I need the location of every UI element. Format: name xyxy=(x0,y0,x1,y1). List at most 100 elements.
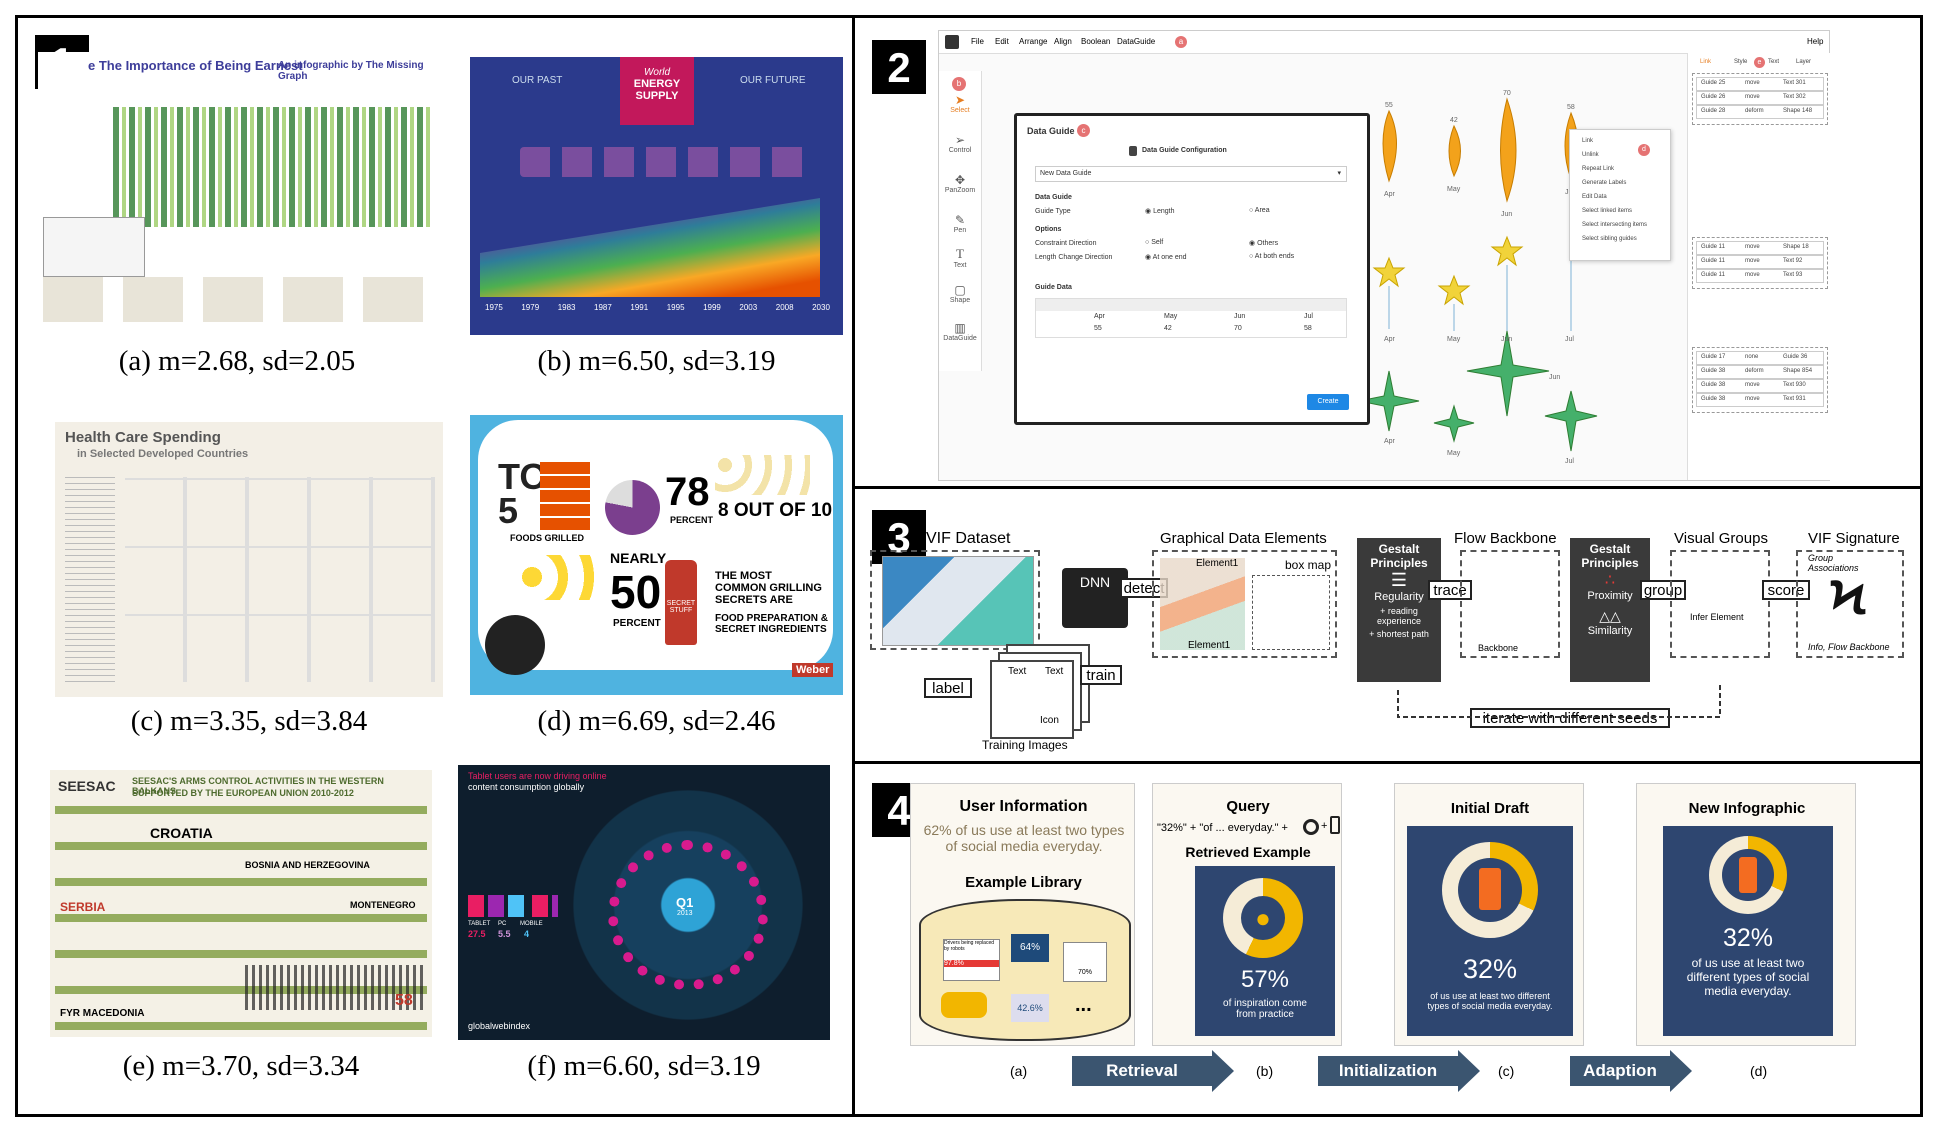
new-pct: 32% xyxy=(1722,924,1774,952)
sparkle-shape-apr[interactable] xyxy=(1359,370,1420,432)
star-shape-jun[interactable] xyxy=(1490,235,1524,267)
arrowhead-icon xyxy=(1458,1050,1480,1092)
menu-item-repeat-link[interactable]: Repeat Link xyxy=(1582,166,1615,172)
menu-help[interactable]: Help xyxy=(1807,37,1824,46)
menu-item-unlink[interactable]: Unlink xyxy=(1582,152,1599,158)
iterate-loop-path xyxy=(1397,685,1721,718)
tab-layer[interactable]: Layer xyxy=(1796,59,1812,65)
sparkle-shape-may[interactable] xyxy=(1433,404,1475,443)
table-cell[interactable]: 55 xyxy=(1094,325,1102,332)
thumb-b-year: 2030 xyxy=(812,303,830,312)
menu-item-link[interactable]: Link xyxy=(1582,138,1594,144)
tab-style[interactable]: Style xyxy=(1734,59,1748,65)
star-shape-may[interactable] xyxy=(1437,274,1471,306)
select-tool[interactable]: ➤Select xyxy=(939,93,981,114)
chart-month-label: Jun xyxy=(1501,211,1512,218)
menu-dataguide[interactable]: DataGuide xyxy=(1117,37,1156,46)
thumb-f-v2: 5.5 xyxy=(498,929,511,939)
tab-link[interactable]: Link xyxy=(1700,59,1712,65)
thumbnail-b[interactable]: OUR PAST OUR FUTURE World ENERGY SUPPLY … xyxy=(470,57,843,335)
thumb-d-food-prep: FOOD PREPARATION & SECRET INGREDIENTS xyxy=(715,613,828,635)
link-target: Text 930 xyxy=(1783,382,1806,388)
thumbnail-d[interactable]: TOP 5 FOODS GRILLED 78 PERCENT 8 OUT OF … xyxy=(470,415,843,695)
thumb-b-year: 1995 xyxy=(666,303,685,312)
thumbnail-a[interactable]: e The Importance of Being Earnest An inf… xyxy=(38,52,436,337)
thumb-e-fyr: FYR MACEDONIA xyxy=(60,1008,145,1019)
control-tool[interactable]: ➢Control xyxy=(939,133,981,154)
radio-length[interactable]: ◉ Length xyxy=(1145,208,1175,215)
leaf-shape-may[interactable] xyxy=(1448,124,1461,178)
table-cell[interactable]: 42 xyxy=(1164,325,1172,332)
tab-text[interactable]: Text xyxy=(1768,59,1780,65)
menu-align[interactable]: Align xyxy=(1054,37,1072,46)
move-icon: ✥ xyxy=(954,173,966,187)
thumbnail-c[interactable]: Health Care Spending in Selected Develop… xyxy=(55,422,443,697)
square-icon: ▢ xyxy=(954,283,966,297)
thumbnail-e[interactable]: SEESAC SEESAC'S ARMS CONTROL ACTIVITIES … xyxy=(50,770,432,1037)
guide-select[interactable]: New Data Guide▾ xyxy=(1035,166,1347,182)
box-map xyxy=(1252,575,1330,650)
table-cell[interactable]: 70 xyxy=(1234,325,1242,332)
query-text: "32%" + "of ... everyday." + xyxy=(1157,822,1288,834)
menu-edit[interactable]: Edit xyxy=(995,37,1009,46)
menu-item-edit-data[interactable]: Edit Data xyxy=(1582,194,1607,200)
thumbnail-f[interactable]: Tablet users are now driving online cont… xyxy=(458,765,830,1040)
menu-item-select-intersecting[interactable]: Select intersecting items xyxy=(1582,222,1648,228)
group-tag: group xyxy=(1640,580,1686,600)
menu-item-generate-labels[interactable]: Generate Labels xyxy=(1582,180,1627,186)
sub-label-a: (a) xyxy=(1010,1063,1028,1079)
thumb-d-pie xyxy=(605,480,660,535)
chart-month-label: May xyxy=(1447,336,1461,343)
create-button[interactable]: Create xyxy=(1307,394,1349,410)
box-map-label: box map xyxy=(1285,558,1332,572)
leaf-shape-apr[interactable] xyxy=(1382,109,1397,183)
link-type: deform xyxy=(1745,108,1764,114)
dataguide-tool[interactable]: ▥DataGuide xyxy=(939,321,981,342)
pen-tool[interactable]: ✎Pen xyxy=(939,213,981,234)
shape-tool[interactable]: ▢Shape xyxy=(939,283,981,304)
panzoom-tool[interactable]: ✥PanZoom xyxy=(939,173,981,194)
table-cell[interactable]: 58 xyxy=(1304,325,1312,332)
menu-item-select-sibling[interactable]: Select sibling guides xyxy=(1582,236,1637,242)
radio-both-ends[interactable]: ○ At both ends xyxy=(1249,253,1295,260)
vif-signature-title: VIF Signature xyxy=(1808,530,1900,547)
thumb-b-our-future: OUR FUTURE xyxy=(740,75,806,86)
section-data-guide: Data Guide xyxy=(1035,194,1072,201)
thumb-d-percent2: PERCENT xyxy=(613,618,661,629)
train-tag: train xyxy=(1080,665,1122,685)
canvas-drawing: 55 42 70 58 Apr May Jun Jul Apr May Jun … xyxy=(1359,90,1598,465)
regularity-icon: ☰ xyxy=(1390,570,1408,590)
arrowhead-icon xyxy=(1212,1050,1234,1092)
link-type: move xyxy=(1745,272,1760,278)
sparkle-shape-jun[interactable] xyxy=(1466,330,1550,417)
radio-others[interactable]: ◉ Others xyxy=(1249,240,1279,247)
radio-area[interactable]: ○ Area xyxy=(1249,207,1270,214)
radio-one-end[interactable]: ◉ At one end xyxy=(1145,254,1187,261)
thumb-f-head2: content consumption globally xyxy=(468,782,585,792)
link-target: Shape 148 xyxy=(1783,108,1813,114)
menu-item-select-linked[interactable]: Select linked items xyxy=(1582,208,1633,214)
radio-self[interactable]: ○ Self xyxy=(1145,239,1164,246)
training-images-label: Training Images xyxy=(982,738,1068,752)
chart-month-label: Jun xyxy=(1501,336,1512,343)
grill-icon xyxy=(485,615,545,675)
menu-arrange[interactable]: Arrange xyxy=(1019,37,1048,46)
star-shape-apr[interactable] xyxy=(1372,256,1406,288)
menu-boolean[interactable]: Boolean xyxy=(1081,37,1111,46)
table-header-cell: Jun xyxy=(1234,313,1246,320)
sparkle-shape-jul[interactable] xyxy=(1544,390,1598,452)
menu-file[interactable]: File xyxy=(971,37,984,46)
leaf-shape-jun[interactable] xyxy=(1500,97,1517,203)
